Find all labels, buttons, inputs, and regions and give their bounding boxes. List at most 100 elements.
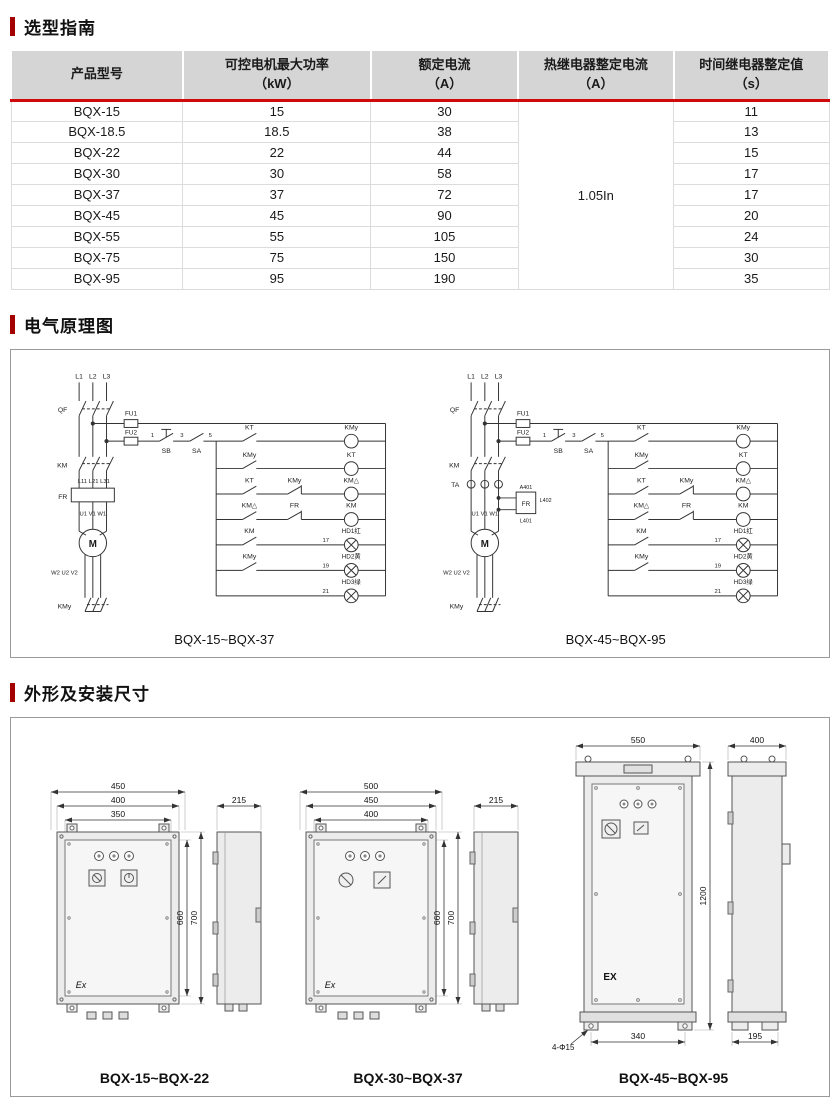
rung3-coil-kmd-label: KM△ — [735, 477, 751, 484]
front-view — [56, 823, 179, 1020]
rung2-contact-kmy-label: KMy — [634, 452, 648, 459]
motor-terminals-top-label: U1 V1 W1 — [471, 511, 498, 517]
wire-number-1: 1 — [151, 433, 154, 439]
cell-current: 38 — [370, 120, 519, 143]
panel-switches — [88, 869, 137, 887]
dim-width-inner: 350 — [110, 809, 124, 819]
panel-switches — [601, 819, 648, 839]
table-row: BQX-45 45 90 20 — [10, 204, 830, 227]
dim-width-mid: 400 — [110, 795, 124, 805]
lamp-hd3-label: HD3绿 — [342, 577, 362, 586]
rung6-contact-kmy-label: KMy — [243, 553, 257, 560]
cell-power: 18.5 — [182, 120, 372, 143]
rung1-coil-kmy-label: KMy — [736, 424, 750, 431]
phase-l2-label: L2 — [89, 373, 97, 380]
cell-current: 72 — [370, 183, 519, 206]
section-header-dimensions: 外形及安装尺寸 — [10, 680, 830, 705]
extension-lines — [299, 791, 519, 1004]
wire-a401-label: A401 — [519, 485, 532, 491]
button-sb-label: SB — [553, 448, 563, 455]
indicator-lamps — [345, 850, 385, 861]
rung5-contact-km-label: KM — [245, 528, 256, 535]
section-header-schematic: 电气原理图 — [10, 312, 830, 337]
rung3-contact-kmy-label: KMy — [288, 477, 302, 484]
ex-marking: Ex — [75, 980, 86, 990]
outline-d3-svg: 550 400 1200 340 195 4-Φ15 EX — [552, 735, 790, 1052]
table-row: BQX-18.5 18.5 38 13 — [10, 120, 830, 143]
outline-d3-caption: BQX-45~BQX-95 — [618, 1069, 729, 1086]
wire-number-17: 17 — [714, 538, 721, 544]
cell-time: 15 — [673, 141, 830, 164]
indicator-lamps — [93, 850, 134, 861]
cell-model: BQX-15 — [10, 99, 184, 122]
dimension-lines — [50, 789, 261, 1004]
contactor-km-label: KM — [449, 462, 460, 469]
side-view — [212, 831, 261, 1012]
rung2-coil-kt-label: KT — [739, 452, 749, 459]
panel-switches — [338, 871, 391, 889]
col-header-thermal: 热继电器整定电流（A） — [517, 51, 675, 102]
outline-d1-svg: 450 400 350 215 660 700 Ex — [50, 781, 261, 1020]
section-title-dimensions: 外形及安装尺寸 — [24, 684, 150, 704]
lamp-hd1-label: HD1红 — [342, 526, 362, 535]
rung6-contact-kmy-label: KMy — [634, 553, 648, 560]
mounting-holes-note: 4-Φ15 — [552, 1043, 575, 1052]
selection-table: 产品型号 可控电机最大功率（kW） 额定电流（A） 热继电器整定电流（A） 时间… — [10, 51, 831, 290]
fuse-fu2-label: FU2 — [125, 429, 137, 436]
indicator-lamps — [619, 799, 656, 809]
dim-width-top: 550 — [630, 735, 644, 745]
ex-marking: EX — [603, 972, 617, 983]
col-header-time: 时间继电器整定值（s） — [672, 51, 831, 102]
table-row: BQX-15 15 30 1.05In 11 — [10, 99, 830, 290]
dimension-lines — [300, 789, 518, 1004]
wire-number-1: 1 — [543, 433, 546, 439]
dim-depth: 215 — [489, 795, 503, 805]
outline-d2-figure: 500 450 400 215 660 700 Ex BQX-30~BQX-37 — [290, 766, 526, 1086]
cell-power: 15 — [182, 99, 372, 122]
cable-glands — [337, 1011, 380, 1020]
rung3-contact-kmy-label: KMy — [679, 477, 693, 484]
dim-width-mid: 450 — [364, 795, 378, 805]
rung1-contact-kt-label: KT — [245, 424, 255, 431]
rung4-coil-km-label: KM — [738, 502, 749, 509]
wire-number-19: 19 — [323, 563, 330, 569]
dimension-lines — [570, 743, 786, 1045]
schematic-left-wires — [71, 382, 387, 612]
col-header-model: 产品型号 — [10, 51, 184, 102]
motor-m-label: M — [480, 539, 488, 550]
dim-width-inner: 400 — [364, 809, 378, 819]
cell-time: 30 — [673, 246, 830, 269]
motor-terminals-bottom-label: W2 U2 V2 — [443, 570, 470, 576]
cell-time: 24 — [673, 225, 830, 248]
cell-power: 22 — [182, 141, 372, 164]
thermal-fr-label: FR — [521, 500, 530, 507]
side-view — [727, 755, 790, 1031]
selection-table-head: 产品型号 可控电机最大功率（kW） 额定电流（A） 热继电器整定电流（A） 时间… — [10, 51, 831, 102]
wire-l402-label: L402 — [539, 498, 551, 504]
phase-l1-label: L1 — [76, 373, 84, 380]
contactor-km-label: KM — [57, 462, 68, 469]
schematic-left-svg: L1 L2 L3 QF FU1 FU2 KM L11 L21 L31 FR U1… — [51, 373, 387, 612]
dim-height-inner: 660 — [432, 910, 442, 924]
front-view — [305, 823, 437, 1020]
dim-base-front: 340 — [630, 1031, 644, 1041]
cell-model: BQX-37 — [10, 183, 184, 206]
schematic-left-labels: L1 L2 L3 QF FU1 FU2 KM L11 L21 L31 FR U1… — [51, 373, 361, 610]
cell-power: 75 — [182, 246, 372, 269]
phase-l3-label: L3 — [494, 373, 502, 380]
cell-current: 30 — [370, 99, 519, 122]
phase-l1-label: L1 — [467, 373, 475, 380]
outline-frame: 450 400 350 215 660 700 Ex BQX-15~BQX-22 — [10, 716, 830, 1097]
section-accent-bar — [10, 314, 15, 334]
rung3-contact-kt-label: KT — [637, 477, 647, 484]
dim-width-outer: 500 — [364, 781, 378, 791]
cell-power: 30 — [182, 162, 372, 185]
lamp-hd2-label: HD2黄 — [733, 551, 753, 560]
section-accent-bar — [10, 682, 15, 702]
rung2-coil-kt-label: KT — [347, 452, 357, 459]
wire-number-17: 17 — [323, 538, 330, 544]
cell-model: BQX-75 — [10, 246, 184, 269]
cell-power: 45 — [182, 204, 372, 227]
wire-number-19: 19 — [714, 563, 721, 569]
outline-row: 450 400 350 215 660 700 Ex BQX-15~BQX-22 — [19, 732, 821, 1086]
